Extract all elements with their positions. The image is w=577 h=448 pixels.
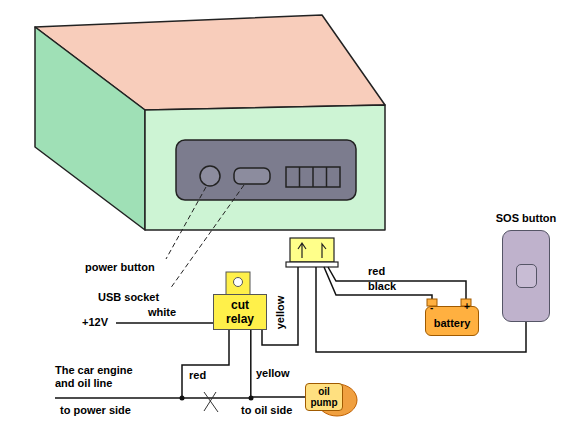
- wire-colour: red: [189, 369, 206, 382]
- wire: [251, 330, 305, 397]
- white-wire: [116, 322, 214, 324]
- box-front: [145, 105, 385, 230]
- node-text: battery: [434, 317, 471, 330]
- note: The car engine and oil line: [55, 364, 155, 390]
- sos-button: SOS button: [496, 212, 557, 322]
- wires: [55, 267, 526, 398]
- leader-line: [166, 187, 206, 259]
- node-text: oil pump: [309, 386, 339, 408]
- connector-plug: [286, 238, 338, 267]
- pump-box: oil pump: [305, 383, 343, 411]
- node-text: SOS button: [496, 212, 557, 225]
- part-name: power button: [85, 261, 155, 274]
- wire-colour: black: [368, 280, 396, 293]
- cut-mark: [204, 392, 218, 412]
- wire-colour: yellow: [275, 295, 288, 329]
- cut-mark: [204, 392, 218, 412]
- junction-dot: [180, 396, 185, 401]
- usb-socket-symbol: [234, 168, 270, 184]
- wire-colour: yellow: [256, 367, 290, 380]
- sos-button-shape: [502, 230, 550, 322]
- note: to oil side: [241, 404, 292, 417]
- front-panel: [176, 140, 356, 200]
- wire-colour: red: [368, 265, 385, 278]
- relay-top: [226, 272, 250, 296]
- relay-red-wire: [182, 329, 229, 398]
- relay-hole: [234, 278, 243, 287]
- box-side: [35, 27, 145, 230]
- led-row: [286, 167, 340, 187]
- engine-oil-line: [55, 397, 251, 399]
- node-text: cut relay: [218, 298, 262, 326]
- led-divider: [299, 167, 301, 187]
- led-divider: [326, 167, 328, 187]
- signal-name: +12V: [82, 316, 108, 329]
- connector-body: [290, 238, 334, 262]
- wire-colour: white: [148, 306, 176, 319]
- panel: [176, 140, 356, 200]
- relay-box: cut relay: [213, 294, 267, 330]
- connector-arrow: [322, 244, 326, 258]
- connector-arrow: [298, 243, 306, 258]
- led-divider: [312, 167, 314, 187]
- power-button-symbol: [200, 166, 220, 186]
- relay-tab: [226, 272, 250, 296]
- connector-base: [286, 262, 338, 267]
- junctions: [180, 396, 254, 401]
- sos-button-key: [516, 264, 537, 288]
- terminal-sign: +: [464, 300, 470, 313]
- tracker-box: [35, 15, 385, 230]
- sos-wire: [316, 267, 526, 352]
- yellow-wire: [262, 267, 298, 345]
- note: to power side: [60, 404, 131, 417]
- part-name: USB socket: [98, 291, 159, 304]
- terminal-sign: -: [430, 301, 433, 314]
